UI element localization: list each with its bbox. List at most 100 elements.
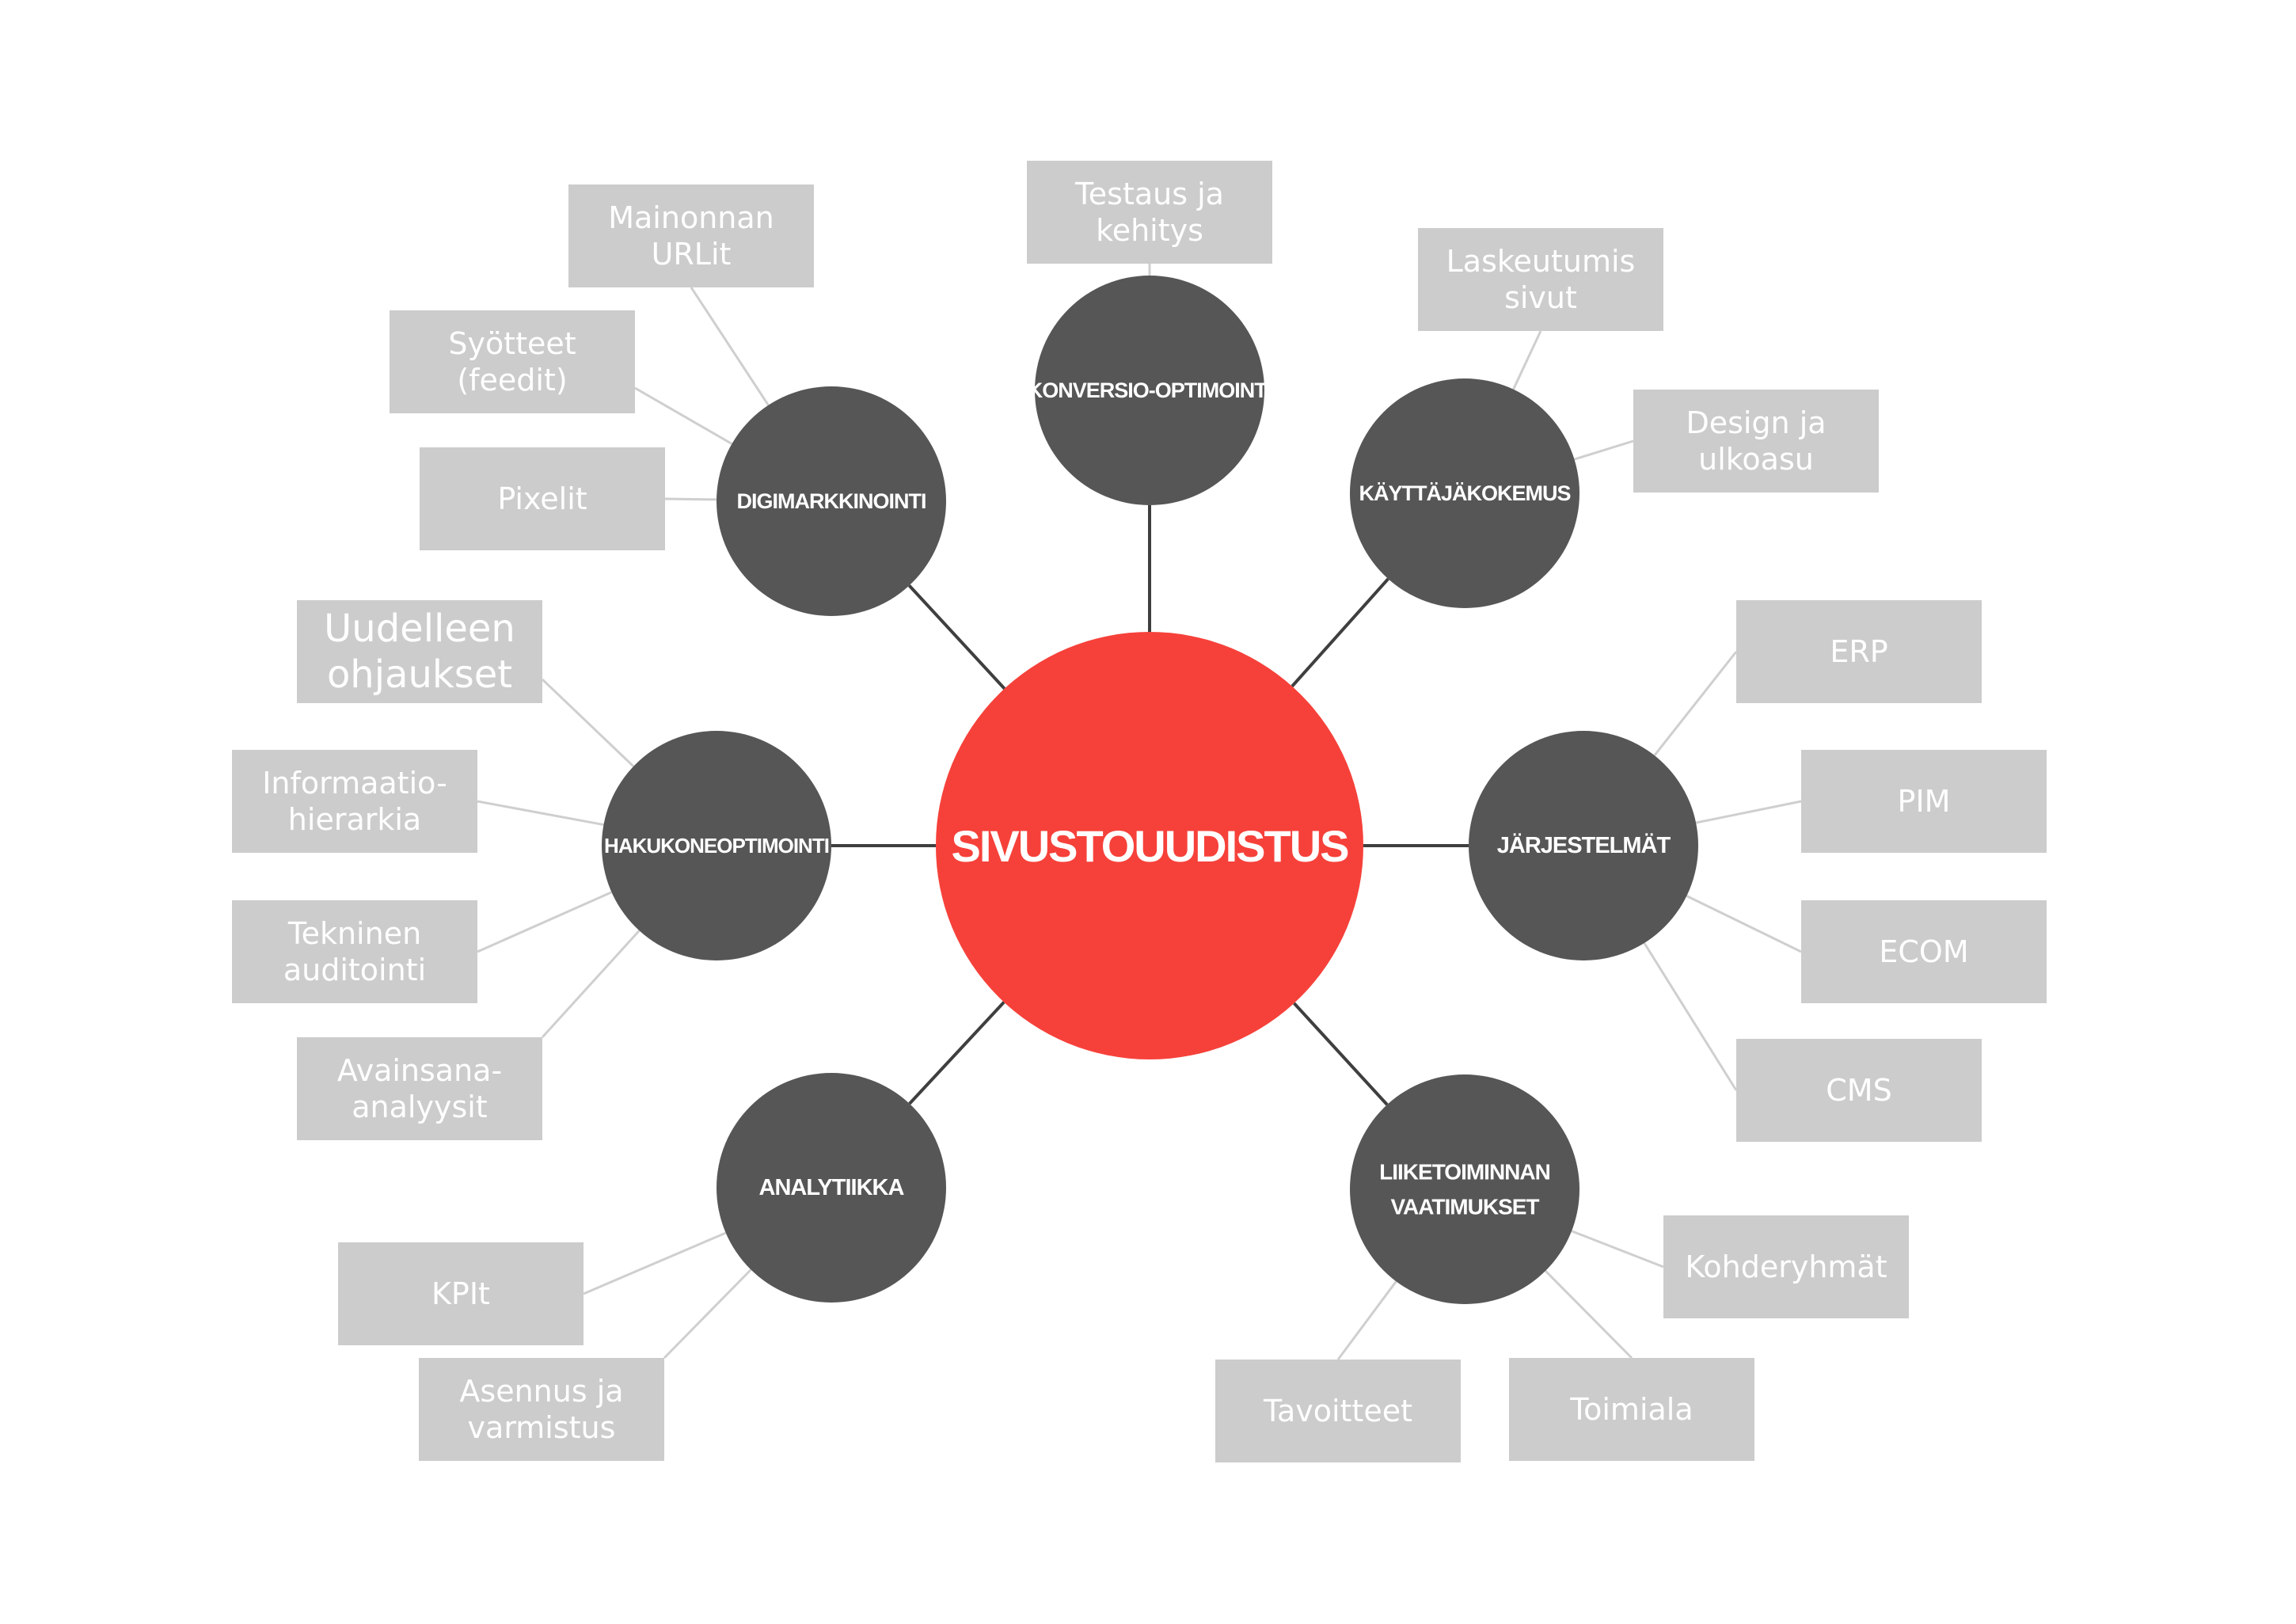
leaf-label-line-1: Syötteet bbox=[448, 326, 576, 361]
hub-analytiikka: ANALYTIIKKA bbox=[717, 1073, 946, 1303]
edge-digimarkkinointi-leaf-3 bbox=[664, 497, 717, 501]
hub-label-analytiikka: ANALYTIIKKA bbox=[759, 1175, 905, 1200]
hub-circle bbox=[602, 731, 831, 960]
leaf-jarjestelmat-1: ERP bbox=[1736, 600, 1982, 703]
leaf-label-line-1: Tekninen bbox=[287, 916, 421, 951]
leaf-box bbox=[297, 1037, 542, 1140]
leaf-digimarkkinointi-3: Pixelit bbox=[420, 447, 665, 550]
leaf-label-line-2: kehitys bbox=[1096, 213, 1203, 248]
hub-circle bbox=[1469, 731, 1698, 960]
hub-hakukoneoptimointi: HAKUKONEOPTIMOINTI bbox=[602, 731, 831, 960]
leaf-label-line-1: Kohderyhmät bbox=[1685, 1249, 1887, 1284]
leaf-box bbox=[1736, 600, 1982, 703]
edge-jarjestelmat-leaf-3 bbox=[1686, 895, 1802, 953]
edge-hakukoneoptimointi-leaf-2 bbox=[477, 800, 604, 827]
leaf-liiketoiminnan-1: Kohderyhmät bbox=[1663, 1215, 1909, 1318]
leaf-box bbox=[1801, 900, 2047, 1003]
edge-center-analytiikka bbox=[908, 1001, 1005, 1105]
leaf-label-line-1: Testaus ja bbox=[1074, 177, 1224, 211]
leaf-box bbox=[419, 1358, 664, 1461]
leaf-label-line-2: hierarkia bbox=[288, 802, 421, 837]
leaf-box bbox=[232, 750, 477, 853]
edge-liiketoiminnan-leaf-3 bbox=[1336, 1280, 1397, 1360]
hub-label-liiketoiminnan-line-2: VAATIMUKSET bbox=[1390, 1195, 1539, 1219]
edge-kayttajakokemus-leaf-1 bbox=[1512, 330, 1542, 390]
leaf-label-line-1: Avainsana- bbox=[337, 1053, 502, 1088]
leaf-box bbox=[1215, 1360, 1461, 1462]
leaf-box bbox=[1663, 1215, 1909, 1318]
hub-jarjestelmat: JÄRJESTELMÄT bbox=[1469, 731, 1698, 960]
hub-label-konversio: KONVERSIO-OPTIMOINTI bbox=[1028, 378, 1272, 402]
leaf-label-line-2: analyysit bbox=[352, 1090, 487, 1124]
leaf-hakukoneoptimointi-2: Informaatio-hierarkia bbox=[232, 750, 477, 853]
leaf-label-line-2: ulkoasu bbox=[1698, 442, 1814, 477]
edge-jarjestelmat-leaf-2 bbox=[1695, 800, 1802, 824]
leaf-box bbox=[568, 184, 814, 287]
edge-liiketoiminnan-leaf-1 bbox=[1571, 1230, 1664, 1268]
leaf-label: Kohderyhmät bbox=[1685, 1249, 1887, 1284]
leaf-label-line-1: PIM bbox=[1898, 784, 1951, 819]
leaf-label-line-2: URLit bbox=[652, 237, 732, 272]
hub-label-kayttajakokemus-line-1: KÄYTTÄJÄKOKEMUS bbox=[1359, 481, 1570, 505]
edge-hakukoneoptimointi-leaf-3 bbox=[477, 891, 613, 953]
leaf-label-line-2: varmistus bbox=[468, 1410, 616, 1445]
leaf-jarjestelmat-4: CMS bbox=[1736, 1039, 1982, 1142]
hub-circle bbox=[1350, 378, 1579, 608]
leaf-box bbox=[1633, 390, 1879, 493]
leaf-label: Tavoitteet bbox=[1263, 1394, 1412, 1428]
hub-label-digimarkkinointi: DIGIMARKKINOINTI bbox=[737, 489, 926, 513]
leaf-label-line-1: Toimiala bbox=[1569, 1392, 1693, 1427]
leaf-analytiikka-1: KPIt bbox=[338, 1242, 584, 1345]
edge-liiketoiminnan-leaf-2 bbox=[1544, 1269, 1633, 1360]
hub-label-konversio-line-1: KONVERSIO-OPTIMOINTI bbox=[1028, 378, 1272, 402]
hub-digimarkkinointi: DIGIMARKKINOINTI bbox=[717, 386, 946, 616]
leaf-label-line-1: Pixelit bbox=[497, 481, 587, 516]
edge-analytiikka-leaf-2 bbox=[663, 1268, 752, 1360]
edge-jarjestelmat-leaf-1 bbox=[1653, 651, 1738, 757]
edge-center-digimarkkinointi bbox=[907, 584, 1006, 690]
leaf-box bbox=[420, 447, 665, 550]
leaf-box bbox=[1801, 750, 2047, 853]
leaf-jarjestelmat-2: PIM bbox=[1801, 750, 2047, 853]
leaf-box bbox=[232, 900, 477, 1003]
leaf-box bbox=[1418, 228, 1663, 331]
edge-hakukoneoptimointi-leaf-4 bbox=[541, 930, 641, 1039]
hub-label-digimarkkinointi-line-1: DIGIMARKKINOINTI bbox=[737, 489, 926, 513]
hub-circle bbox=[717, 386, 946, 616]
hub-label-analytiikka-line-1: ANALYTIIKKA bbox=[759, 1175, 905, 1200]
leaf-liiketoiminnan-3: Tavoitteet bbox=[1215, 1360, 1461, 1462]
leaf-label: PIM bbox=[1898, 784, 1951, 819]
leaf-box bbox=[338, 1242, 584, 1345]
center-label: SIVUSTOUUDISTUS bbox=[951, 821, 1348, 871]
leaf-label: Informaatio-hierarkia bbox=[262, 766, 447, 837]
leaf-label: CMS bbox=[1826, 1073, 1891, 1108]
leaf-label-line-1: Mainonnan bbox=[608, 200, 774, 235]
leaf-liiketoiminnan-2: Toimiala bbox=[1509, 1358, 1754, 1461]
edge-hakukoneoptimointi-leaf-1 bbox=[541, 678, 635, 767]
leaf-label-line-1: ERP bbox=[1830, 634, 1887, 669]
edge-center-kayttajakokemus bbox=[1291, 577, 1389, 688]
edge-center-liiketoiminnan bbox=[1293, 1002, 1389, 1106]
hub-kayttajakokemus: KÄYTTÄJÄKOKEMUS bbox=[1350, 378, 1579, 608]
leaf-label-line-2: ohjaukset bbox=[327, 652, 512, 697]
leaf-label-line-2: (feedit) bbox=[457, 363, 567, 397]
leaf-label: ECOM bbox=[1879, 934, 1968, 969]
leaf-box bbox=[297, 600, 542, 703]
leaf-hakukoneoptimointi-4: Avainsana-analyysit bbox=[297, 1037, 542, 1140]
center-circle bbox=[936, 632, 1363, 1059]
edge-analytiikka-leaf-1 bbox=[583, 1231, 727, 1295]
leaf-label: ERP bbox=[1830, 634, 1887, 669]
leaf-label-line-1: Laskeutumis bbox=[1446, 244, 1636, 279]
leaf-jarjestelmat-3: ECOM bbox=[1801, 900, 2047, 1003]
leaf-label: Toimiala bbox=[1569, 1392, 1693, 1427]
hub-label-hakukoneoptimointi: HAKUKONEOPTIMOINTI bbox=[604, 834, 829, 858]
